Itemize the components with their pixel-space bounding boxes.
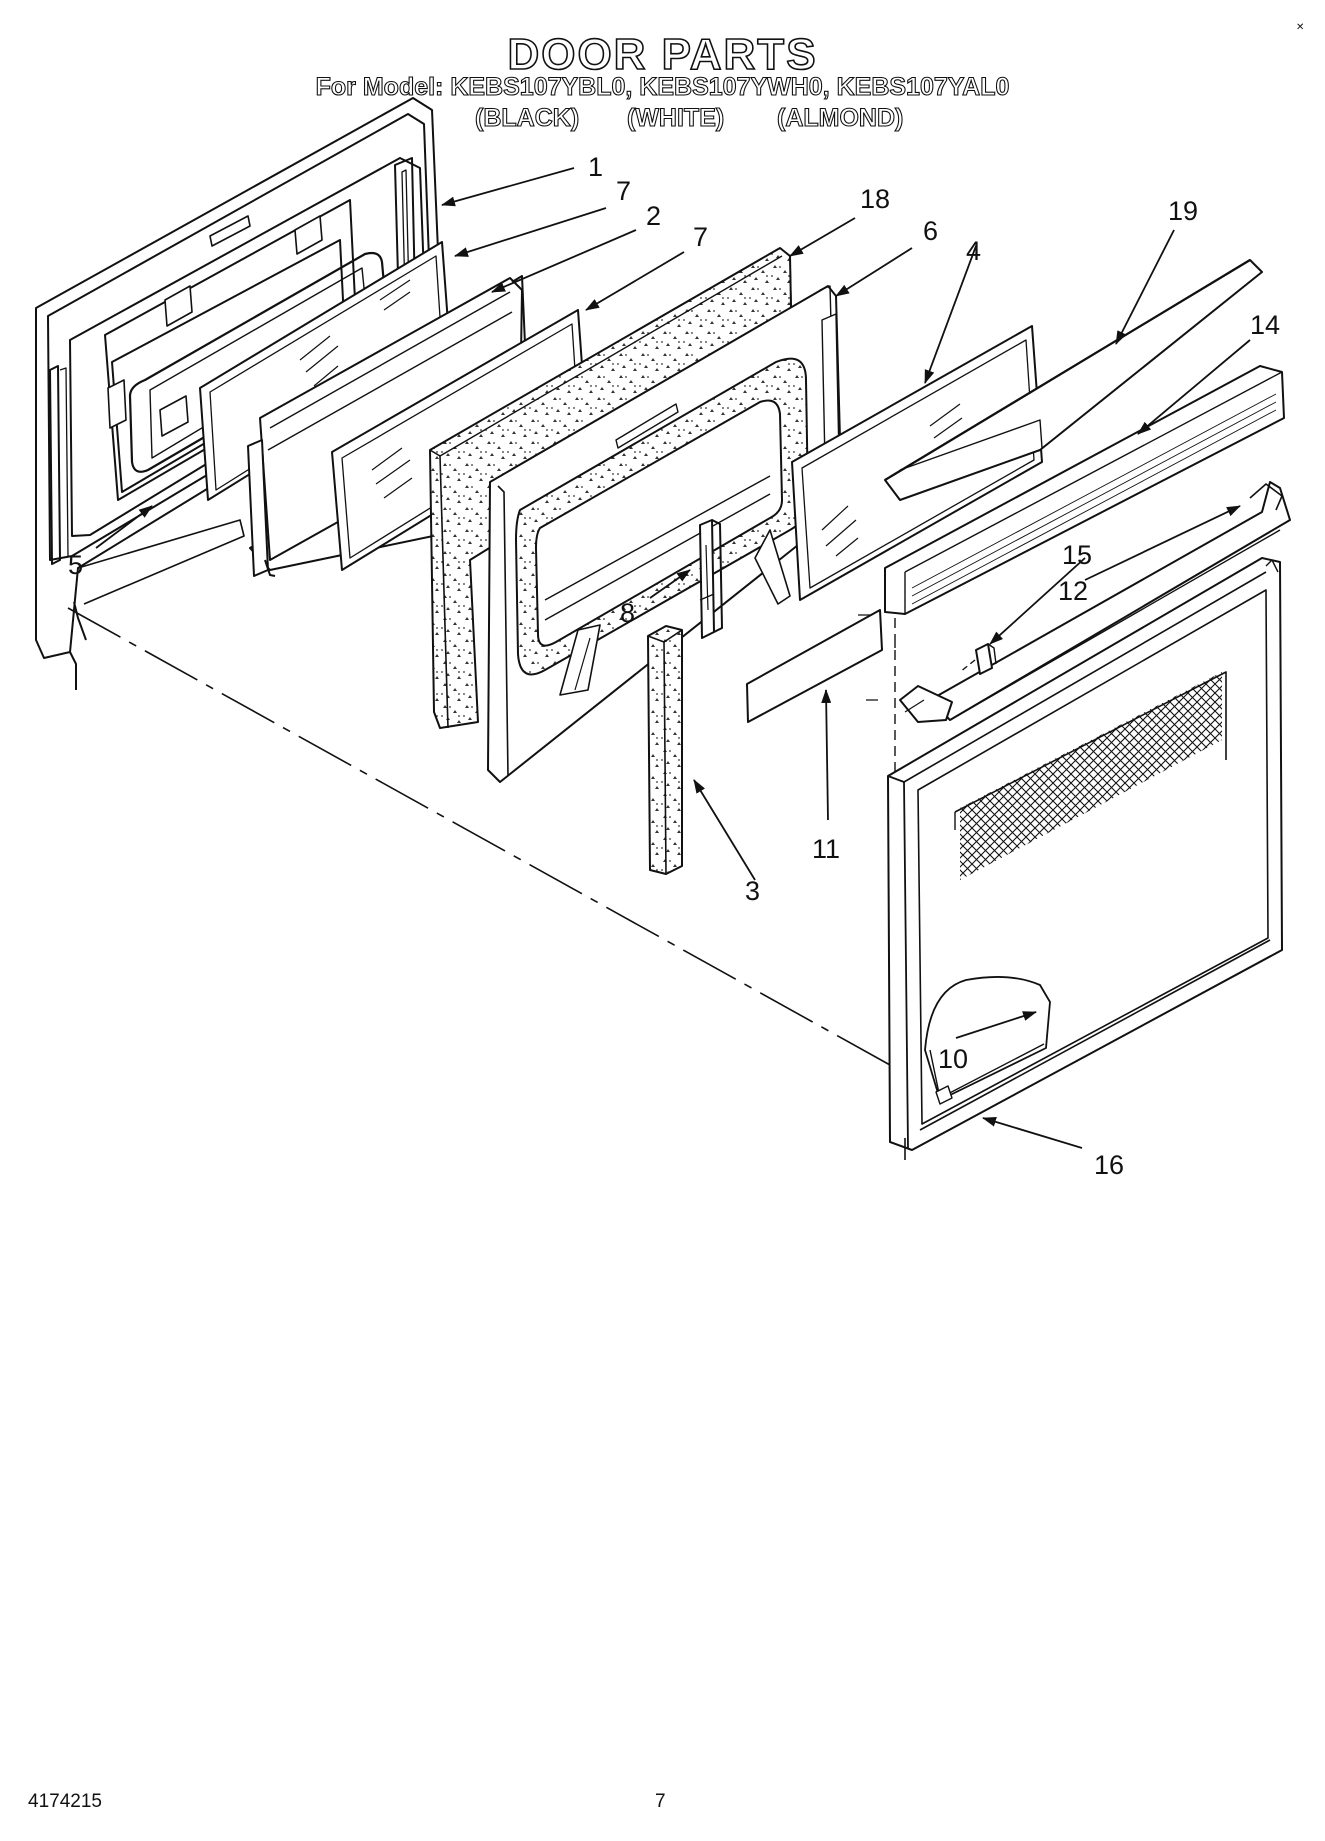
arrow-19 <box>1115 229 1175 345</box>
arrow-6 <box>835 247 913 297</box>
arrow-1 <box>441 167 575 207</box>
page-number: 7 <box>655 1791 666 1812</box>
part-3-side-insulation-strip <box>647 625 683 875</box>
callout-6: 6 <box>923 216 938 246</box>
arrow-5 <box>95 505 153 549</box>
arrow-10 <box>955 1011 1037 1039</box>
arrow-18 <box>789 217 856 257</box>
arrow-12 <box>1084 505 1241 581</box>
part-11-gasket-strip <box>746 609 883 723</box>
arrow-8 <box>649 569 691 599</box>
callout-3: 3 <box>745 876 760 906</box>
callout-19: 19 <box>1168 196 1198 226</box>
callout-1: 1 <box>588 152 603 182</box>
part-14-vent-channel <box>884 365 1285 615</box>
color-white: (WHITE) <box>626 103 725 132</box>
leader-arrows <box>95 167 1251 1149</box>
color-black: (BLACK) <box>474 103 580 132</box>
part-15-clip <box>975 643 997 675</box>
callout-2: 2 <box>646 201 661 231</box>
alignment-dashed-line <box>67 607 891 1066</box>
callout-labels: 1 7 2 7 18 6 4 19 14 5 15 12 8 11 3 10 1… <box>68 152 1280 1180</box>
callout-18: 18 <box>860 184 890 214</box>
arrow-14 <box>1137 339 1251 435</box>
arrow-2 <box>491 229 637 293</box>
corner-mark: ✕ <box>1296 22 1305 33</box>
callout-10: 10 <box>938 1044 968 1074</box>
callout-8: 8 <box>620 598 635 628</box>
arrow-16 <box>982 1116 1083 1149</box>
arrow-3 <box>693 779 756 881</box>
arrow-11 <box>821 689 832 821</box>
callout-7b: 7 <box>693 222 708 252</box>
page-title: DOOR PARTS <box>507 29 818 80</box>
arrow-7b <box>585 251 685 311</box>
callout-16: 16 <box>1094 1150 1124 1180</box>
callout-4: 4 <box>966 236 981 266</box>
callout-15: 15 <box>1062 540 1092 570</box>
callout-12: 12 <box>1058 576 1088 606</box>
part-6-inner-door-panel <box>487 285 843 783</box>
color-almond: (ALMOND) <box>776 103 904 132</box>
arrow-15 <box>989 557 1086 645</box>
callout-11: 11 <box>812 834 840 864</box>
callout-5: 5 <box>68 550 83 580</box>
part-8-bracket <box>699 519 723 639</box>
callout-7a: 7 <box>616 176 631 206</box>
part-10-hinge-cover <box>924 976 1051 1105</box>
part-12-trim-rail <box>899 481 1291 723</box>
part-number: 4174215 <box>28 1791 102 1812</box>
model-line: For Model: KEBS107YBL0, KEBS107YWH0, KEB… <box>315 72 1010 101</box>
arrow-7a <box>454 207 607 257</box>
callout-14: 14 <box>1250 310 1280 340</box>
part-19-top-trim <box>884 259 1263 501</box>
arrow-4 <box>924 245 977 384</box>
